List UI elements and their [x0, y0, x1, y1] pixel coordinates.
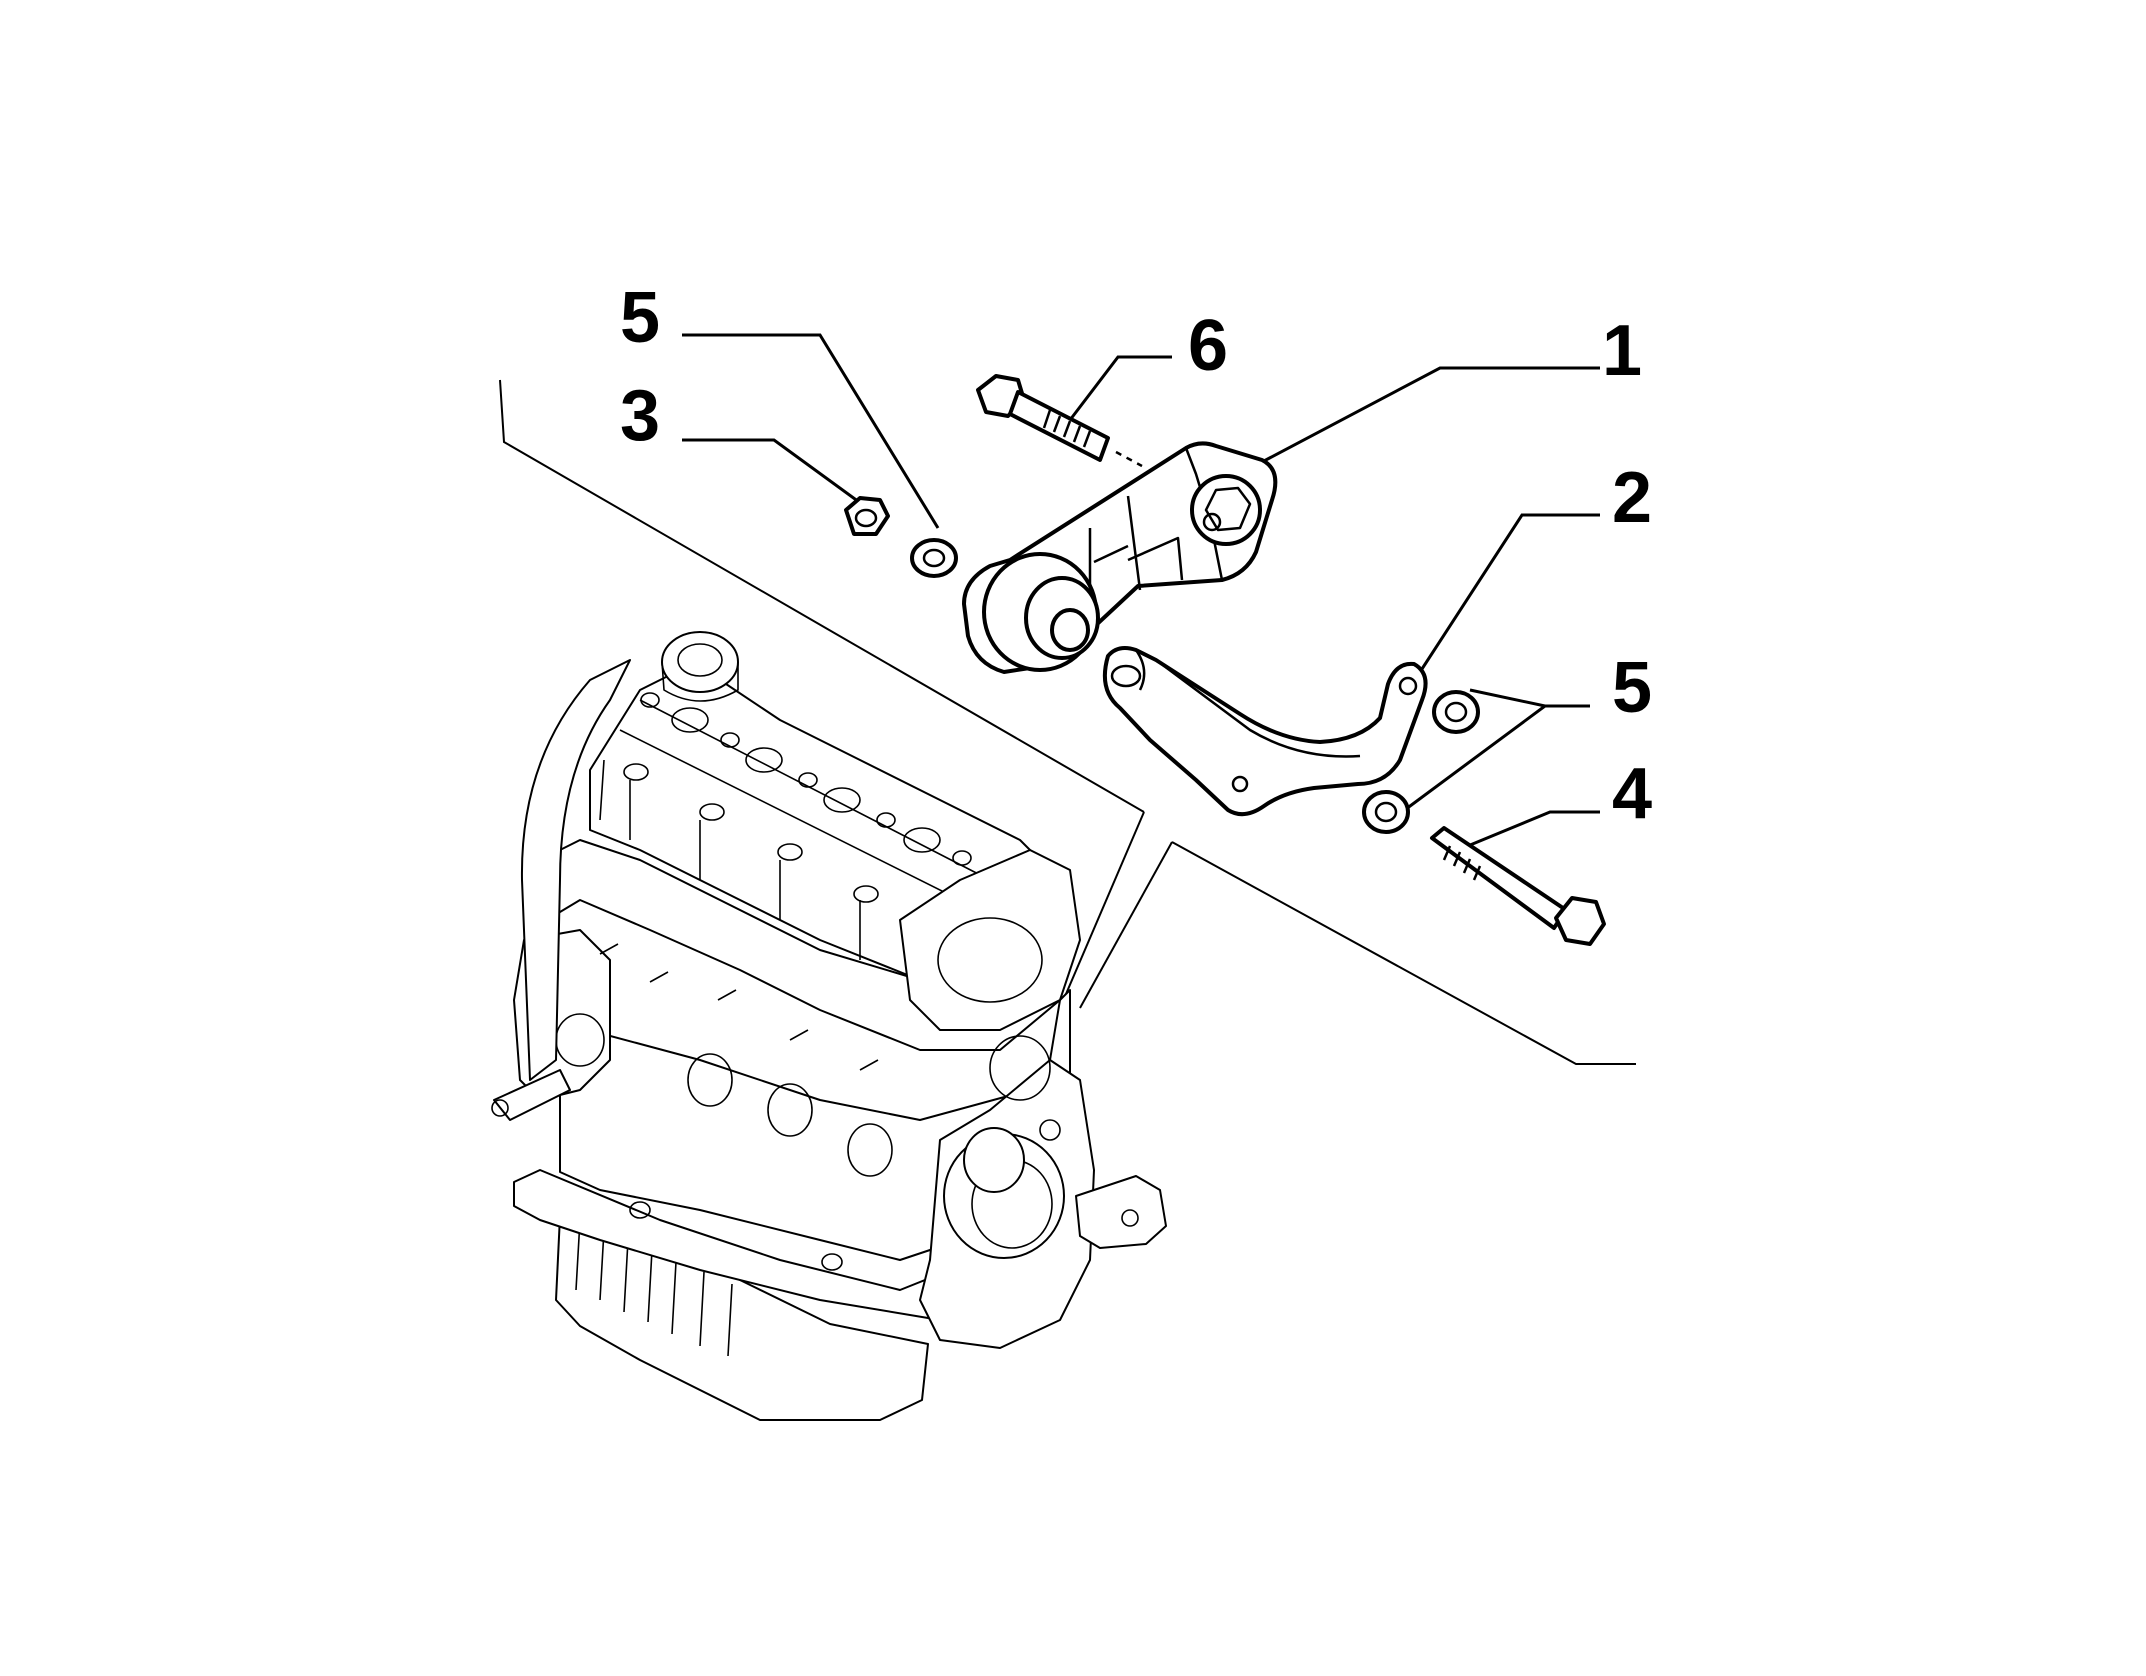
bracket-pointer-b: [1079, 841, 1173, 1009]
bracket-pointer-a: [1059, 811, 1145, 1009]
washer-upper-part-5: [910, 538, 958, 578]
leader-2: [1418, 513, 1600, 673]
engine-mount-torque-rod-part-1: [962, 441, 1278, 674]
leader-3: [682, 438, 871, 512]
washer-right-part-5: [1432, 690, 1480, 734]
leader-5-right-b: [1401, 704, 1546, 814]
callout-label-2: 2: [1612, 458, 1652, 538]
nut-part-3: [844, 496, 890, 536]
bolt-lower-part-4: [1430, 826, 1606, 946]
callout-label-4: 4: [1612, 754, 1652, 834]
bracket-line-top: [499, 379, 1145, 813]
washer-lower-part-5: [1362, 790, 1410, 834]
link-bracket-part-2: [1103, 646, 1428, 817]
engine-block: [491, 631, 1167, 1421]
callout-label-5-right: 5: [1612, 648, 1652, 728]
callout-label-1: 1: [1602, 311, 1642, 391]
bolt-upper-part-6: [976, 374, 1143, 468]
leader-5-right-a: [1469, 688, 1590, 708]
bracket-line-bottom: [1171, 841, 1636, 1065]
callout-label-3: 3: [620, 376, 660, 456]
leader-1: [1261, 366, 1600, 464]
assembly-bracket: [499, 379, 1636, 1065]
callout-label-6: 6: [1188, 306, 1228, 386]
leader-4: [1457, 810, 1600, 852]
cam-cover: [899, 849, 1081, 1031]
leader-5-top: [682, 333, 940, 529]
callout-label-5-top: 5: [620, 278, 660, 358]
leader-6: [1068, 355, 1172, 421]
leader-lines: [682, 333, 1600, 852]
